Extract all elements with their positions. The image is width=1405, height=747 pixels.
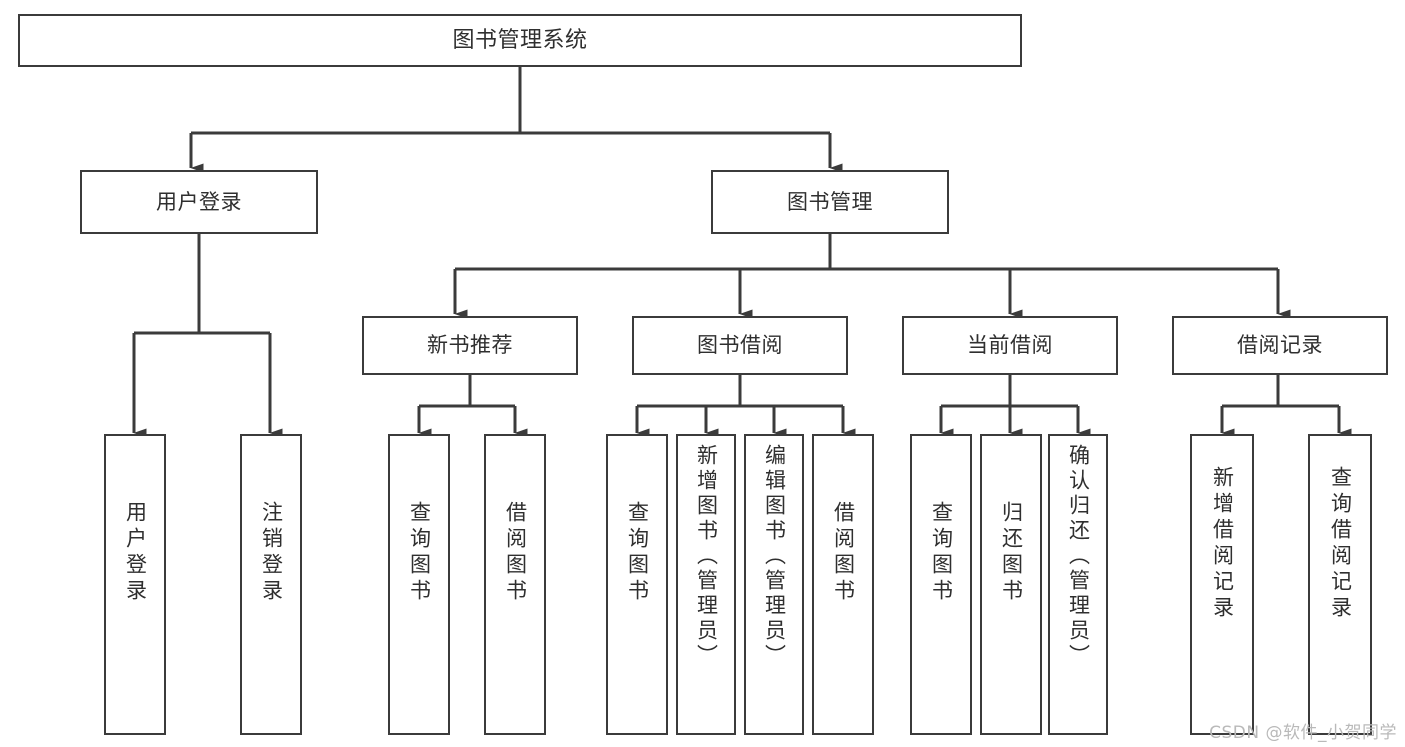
node-leaf-add-book-label: 新增图书（管理员） xyxy=(694,444,719,669)
node-leaf-query-book-3[interactable]: 查询图书 xyxy=(910,434,972,735)
watermark: CSDN @软件_小贺同学 xyxy=(1209,723,1397,743)
node-leaf-confirm-return[interactable]: 确认归还（管理员） xyxy=(1048,434,1108,735)
node-leaf-borrow-book-1-label: 借阅图书 xyxy=(503,501,528,605)
node-borrow-record-label: 借阅记录 xyxy=(1237,333,1323,358)
node-book-borrow[interactable]: 图书借阅 xyxy=(632,316,848,375)
node-current-borrow-label: 当前借阅 xyxy=(967,333,1053,358)
node-leaf-borrow-book-1[interactable]: 借阅图书 xyxy=(484,434,546,735)
node-leaf-borrow-book-2-label: 借阅图书 xyxy=(831,501,856,605)
node-leaf-logout-label: 注销登录 xyxy=(259,501,284,605)
node-book-borrow-label: 图书借阅 xyxy=(697,333,783,358)
node-leaf-query-record[interactable]: 查询借阅记录 xyxy=(1308,434,1372,735)
node-leaf-confirm-return-label: 确认归还（管理员） xyxy=(1066,444,1091,669)
node-user-login[interactable]: 用户登录 xyxy=(80,170,318,234)
node-leaf-borrow-book-2[interactable]: 借阅图书 xyxy=(812,434,874,735)
node-leaf-edit-book-label: 编辑图书（管理员） xyxy=(762,444,787,669)
node-leaf-return-book-label: 归还图书 xyxy=(999,501,1024,605)
node-leaf-query-book-3-label: 查询图书 xyxy=(929,501,954,605)
node-leaf-query-record-label: 查询借阅记录 xyxy=(1328,466,1353,622)
node-leaf-return-book[interactable]: 归还图书 xyxy=(980,434,1042,735)
node-leaf-add-book[interactable]: 新增图书（管理员） xyxy=(676,434,736,735)
node-root-label: 图书管理系统 xyxy=(452,27,588,53)
node-leaf-edit-book[interactable]: 编辑图书（管理员） xyxy=(744,434,804,735)
node-book-manage[interactable]: 图书管理 xyxy=(711,170,949,234)
node-leaf-add-record-label: 新增借阅记录 xyxy=(1210,466,1235,622)
node-leaf-query-book-1-label: 查询图书 xyxy=(407,501,432,605)
node-book-manage-label: 图书管理 xyxy=(787,189,873,214)
node-leaf-add-record[interactable]: 新增借阅记录 xyxy=(1190,434,1254,735)
node-current-borrow[interactable]: 当前借阅 xyxy=(902,316,1118,375)
node-borrow-record[interactable]: 借阅记录 xyxy=(1172,316,1388,375)
node-new-book-rec[interactable]: 新书推荐 xyxy=(362,316,578,375)
node-leaf-query-book-1[interactable]: 查询图书 xyxy=(388,434,450,735)
node-leaf-query-book-2[interactable]: 查询图书 xyxy=(606,434,668,735)
node-leaf-user-login-label: 用户登录 xyxy=(123,501,148,605)
node-root[interactable]: 图书管理系统 xyxy=(18,14,1022,67)
node-user-login-label: 用户登录 xyxy=(156,189,242,214)
node-new-book-rec-label: 新书推荐 xyxy=(427,333,513,358)
node-leaf-query-book-2-label: 查询图书 xyxy=(625,501,650,605)
node-leaf-logout[interactable]: 注销登录 xyxy=(240,434,302,735)
node-leaf-user-login[interactable]: 用户登录 xyxy=(104,434,166,735)
